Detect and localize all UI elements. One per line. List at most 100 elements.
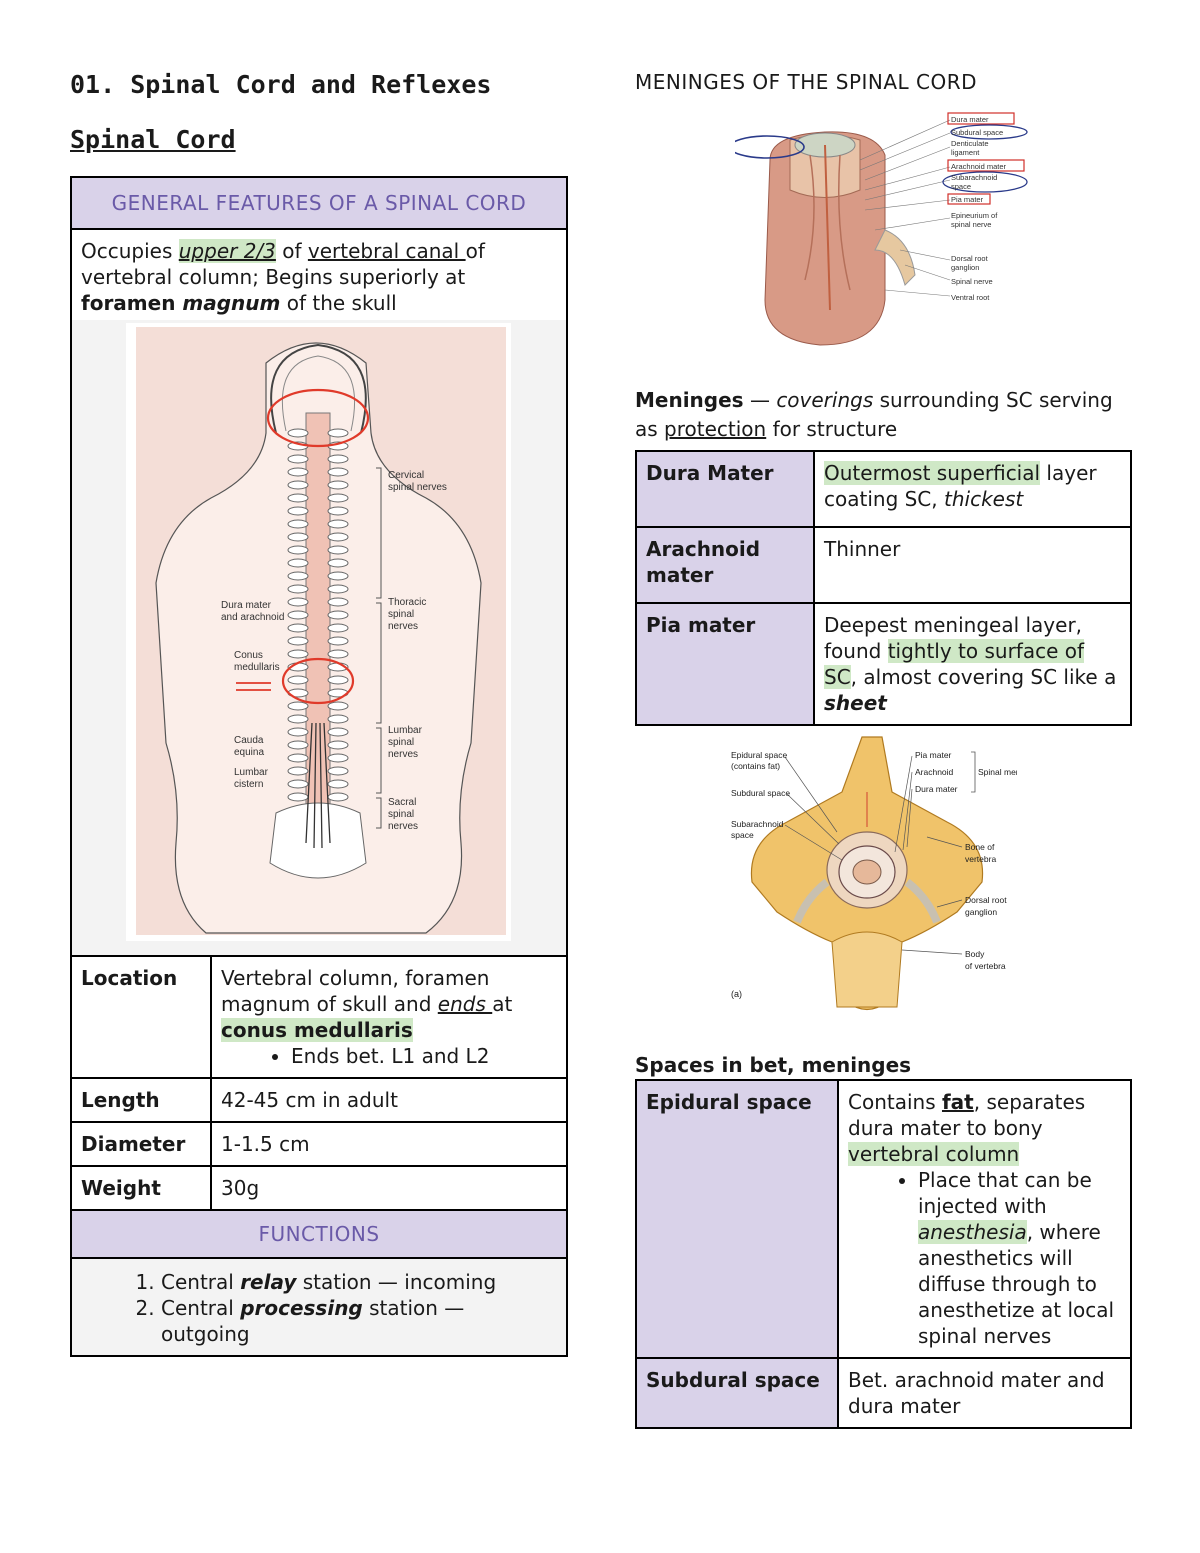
arachnoid-mater-label: Arachnoid mater [635, 526, 815, 604]
vertebra-right [327, 792, 349, 802]
meninges-figure-2: Epidural space (contains fat) Subdural s… [727, 732, 1017, 1017]
meninges-description: Meninges — coverings surrounding SC serv… [635, 388, 1113, 441]
fig1-drg-label-2: ganglion [951, 263, 979, 272]
vertebra-left [287, 636, 309, 646]
thoracic-label-1: Thoracic [388, 597, 426, 608]
foramen-text: foramen [81, 291, 183, 315]
vertebra-right [327, 519, 349, 529]
epidural-bullet: Place that can be injected with anesthes… [918, 1167, 1121, 1349]
vertebra-right [327, 428, 349, 438]
vertebra-right [327, 610, 349, 620]
cervical-label-2: spinal nerves [388, 482, 447, 493]
length-value: 42-45 cm in adult [210, 1077, 568, 1123]
fig1-pia-label: Pia mater [951, 195, 984, 204]
at-text: at [492, 992, 513, 1016]
pia-mater-value: Deepest meningeal layer, found tightly t… [813, 602, 1132, 726]
sacral-label-3: nerves [388, 821, 418, 832]
intro-part: of the skull [280, 291, 397, 315]
vertebra-right [327, 727, 349, 737]
upper-two-thirds-highlight: upper 2/3 [178, 239, 276, 263]
dura-mater-label: Dura Mater [635, 450, 815, 528]
vertebra-left [287, 571, 309, 581]
diameter-label: Diameter [70, 1121, 212, 1167]
meninges-heading: MENINGES OF THE SPINAL CORD [635, 70, 978, 94]
fig2-letter-label: (a) [731, 989, 742, 999]
epidural-space-value: Contains fat, separates dura mater to bo… [837, 1079, 1132, 1359]
right-column: MENINGES OF THE SPINAL CORD Dura mater S… [635, 70, 1132, 1429]
intro-part: of [275, 239, 308, 263]
fig1-ventral-label: Ventral root [951, 293, 990, 302]
lumbar-label-3: nerves [388, 749, 418, 760]
fig1-epineurium-label-2: spinal nerve [951, 220, 991, 229]
vertebra-left [287, 584, 309, 594]
weight-value: 30g [210, 1165, 568, 1211]
fig1-subarachnoid-label-1: Subarachnoid [951, 173, 997, 182]
vertebra-left [287, 610, 309, 620]
vertebra-right [327, 740, 349, 750]
vertebra-left [287, 792, 309, 802]
fig1-subdural-label: Subdural space [951, 128, 1003, 137]
vertebra-left [287, 493, 309, 503]
fig1-denticulate-label-2: ligament [951, 148, 980, 157]
fig2-body-label-1: Body [965, 949, 985, 959]
arachnoid-mater-value: Thinner [813, 526, 1132, 604]
fig1-arachnoid-label: Arachnoid mater [951, 162, 1007, 171]
spinal-cord-figure: Cervical spinal nerves Thoracic spinal n… [126, 323, 511, 941]
thoracic-label-3: nerves [388, 621, 418, 632]
diameter-value: 1-1.5 cm [210, 1121, 568, 1167]
vertebra-right [327, 675, 349, 685]
fig2-dura-label: Dura mater [915, 784, 958, 794]
conus-label-1: Conus [234, 650, 263, 661]
fig2-subarachnoid-label-2: space [731, 830, 754, 840]
cauda-label-2: equina [234, 747, 264, 758]
vertebra-left [287, 467, 309, 477]
spaces-title: Spaces in bet, meninges [635, 1053, 912, 1077]
function-item-1: Central relay station — incoming [161, 1269, 557, 1295]
vertebra-left [287, 506, 309, 516]
fig2-bone-label-2: vertebra [965, 854, 996, 864]
spaces-table: Epidural space Contains fat, separates d… [635, 1079, 1132, 1429]
vertebra-right [327, 584, 349, 594]
vertebra-right [327, 532, 349, 542]
fig2-epidural-label-1: Epidural space [731, 750, 788, 760]
thoracic-label-2: spinal [388, 609, 414, 620]
weight-label: Weight [70, 1165, 212, 1211]
vertebra-right [327, 779, 349, 789]
vertebra-right [327, 701, 349, 711]
fig2-bone-label-1: Bone of [965, 842, 995, 852]
vertebra-right [327, 623, 349, 633]
vertebra-left [287, 454, 309, 464]
vertebra-right [327, 597, 349, 607]
fig1-denticulate-label-1: Denticulate [951, 139, 989, 148]
fig2-epidural-label-2: (contains fat) [731, 761, 780, 771]
vertebra-right [327, 558, 349, 568]
vertebra-right [327, 753, 349, 763]
vertebra-left [287, 558, 309, 568]
vertebra-left [287, 597, 309, 607]
lumbar-label-2: spinal [388, 737, 414, 748]
conus-label-2: medullaris [234, 662, 280, 673]
fig2-arachnoid-label: Arachnoid [915, 767, 954, 777]
meninges-table: Dura Mater Outermost superficial layer c… [635, 450, 1132, 726]
vertebra-right [327, 454, 349, 464]
vertebra-right [327, 571, 349, 581]
fig2-drg-label-1: Dorsal root [965, 895, 1007, 905]
vertebra-left [287, 545, 309, 555]
fig1-epineurium-label-1: Epineurium of [951, 211, 998, 220]
vertebra-right [327, 493, 349, 503]
vertebra-left [287, 727, 309, 737]
vertebra-left [287, 480, 309, 490]
length-label: Length [70, 1077, 212, 1123]
vertebra-right [327, 649, 349, 659]
sacral-label-2: spinal [388, 809, 414, 820]
function-item-2: Central processing station — outgoing [161, 1295, 557, 1347]
fig2-drg-label-2: ganglion [965, 907, 997, 917]
fig1-dura-label: Dura mater [951, 115, 989, 124]
fig2-subdural-label: Subdural space [731, 788, 790, 798]
vertebra-right [327, 480, 349, 490]
fig2-spinal-meninges-label: Spinal meninges [978, 767, 1017, 777]
document-title: 01. Spinal Cord and Reflexes [70, 70, 492, 99]
vertebra-left [287, 779, 309, 789]
subdural-space-value: Bet. arachnoid mater and dura mater [837, 1357, 1132, 1429]
vertebra-right [327, 766, 349, 776]
